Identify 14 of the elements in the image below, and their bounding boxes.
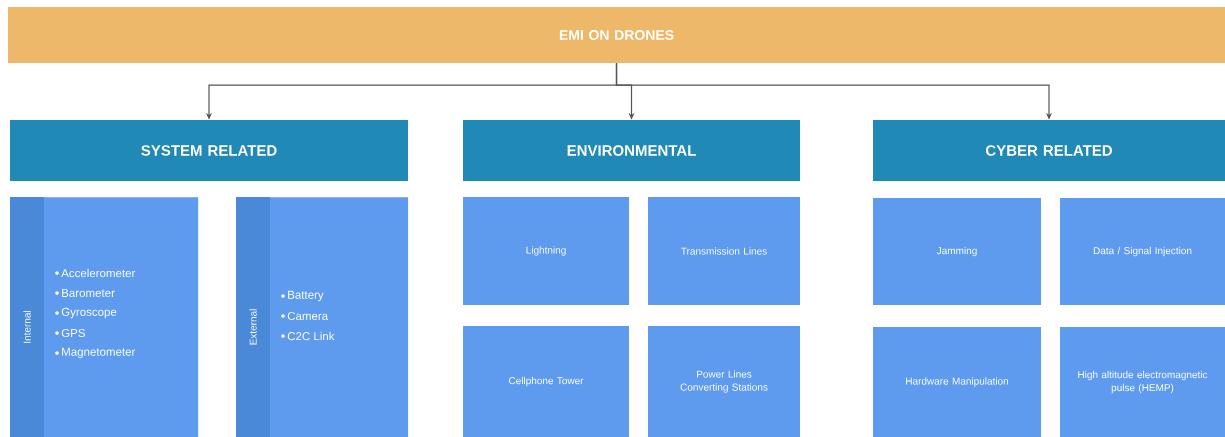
item-box: High altitude electromagnetic pulse (HEMP): [1060, 327, 1225, 437]
item-box: Cellphone Tower: [463, 326, 629, 437]
item-box: Hardware Manipulation: [873, 327, 1041, 437]
item-box: Power Lines Converting Stations: [648, 326, 800, 437]
category-header: SYSTEM RELATED: [10, 120, 408, 181]
title-band: EMI ON DRONES: [8, 7, 1225, 63]
item-box: Jamming: [873, 198, 1041, 305]
item-box: Lightning: [463, 197, 629, 305]
item-box: Transmission Lines: [648, 197, 800, 305]
category-header: ENVIRONMENTAL: [463, 120, 800, 181]
sensor-list-box: Internal Accelerometer Barometer Gyroscope GPS Magnetometer: [10, 197, 199, 437]
sensor-list-box: External Battery Camera C2C Link: [236, 197, 409, 437]
item-box: Data / Signal Injection: [1060, 198, 1225, 305]
category-header: CYBER RELATED: [873, 120, 1225, 181]
